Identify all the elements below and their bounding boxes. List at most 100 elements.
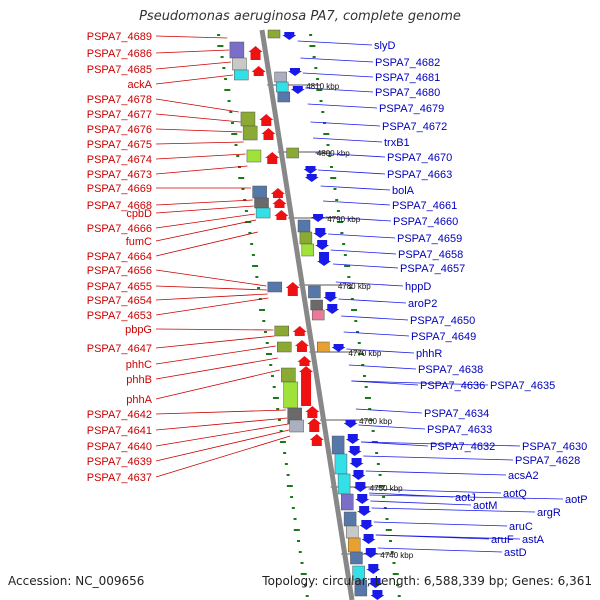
gene-block (274, 71, 287, 83)
gene-block (232, 57, 247, 71)
gene-leader-line (155, 74, 234, 85)
forward-gene-arrow (261, 128, 276, 134)
gene-leader-line (155, 357, 278, 380)
reverse-gene-arrow (368, 583, 383, 588)
gene-leader-line (341, 315, 409, 321)
gene-label-reverse: slyD (374, 40, 395, 52)
gene-label-reverse: aotM (473, 500, 497, 512)
gene-leader-line (365, 470, 507, 476)
minor-tick (303, 584, 307, 586)
reverse-gene-arrow (345, 439, 360, 444)
gene-label-reverse: PSPA7_4649 (411, 331, 476, 343)
minor-tick (326, 144, 330, 146)
accession-info: Accession: NC_009656 (8, 574, 144, 588)
gene-leader-line (155, 328, 274, 331)
gene-leader-line (346, 348, 415, 354)
minor-tick (389, 540, 393, 542)
forward-gene-body (309, 424, 320, 432)
minor-tick (290, 496, 294, 498)
minor-tick (224, 89, 231, 91)
reverse-gene-body (292, 86, 303, 89)
genome-backbone (259, 29, 355, 600)
gene-block (297, 219, 311, 233)
minor-tick (343, 254, 347, 256)
gene-label-reverse: PSPA7_4660 (393, 216, 458, 228)
minor-tick (364, 397, 371, 399)
minor-tick (392, 573, 399, 575)
reverse-gene-arrow (323, 297, 338, 302)
minor-tick (316, 89, 323, 91)
gene-block (277, 91, 291, 103)
gene-label-reverse: PSPA7_4670 (387, 152, 452, 164)
forward-gene-body (307, 412, 318, 418)
minor-tick (283, 452, 287, 454)
gene-leader-line (361, 441, 521, 447)
gene-label-reverse: PSPA7_4632 (430, 441, 495, 453)
gene-label-reverse: astD (504, 547, 527, 559)
gene-leader-line (363, 455, 514, 461)
reverse-gene-arrow (303, 169, 318, 174)
minor-tick (272, 386, 276, 388)
gene-leader-line (313, 137, 383, 143)
minor-tick (344, 265, 351, 267)
reverse-gene-body (306, 174, 317, 177)
reverse-gene-arrow (290, 89, 305, 94)
minor-tick (342, 243, 346, 245)
gene-leader-line (305, 87, 374, 93)
scale-label: 4790 kbp (327, 215, 360, 224)
reverse-gene-arrow (359, 525, 374, 530)
gene-label-forward: PSPA7_4664 (87, 251, 152, 263)
gene-leader-line (155, 205, 254, 214)
topology-value: circular (322, 574, 367, 588)
reverse-gene-arrow (361, 539, 376, 544)
gene-label-reverse: PSPA7_4681 (375, 72, 440, 84)
gene-label-forward: fumC (126, 236, 152, 248)
minor-tick (231, 133, 238, 135)
scale-label: 4810 kbp (306, 82, 339, 91)
gene-label-forward: PSPA7_4666 (87, 223, 152, 235)
gene-block (310, 299, 323, 311)
minor-tick (279, 441, 286, 443)
gene-leader-line (297, 40, 373, 46)
minor-tick (250, 243, 254, 245)
genome-summary: Topology: circular; Length: 6,588,339 bp… (262, 574, 592, 588)
minor-tick (217, 45, 224, 47)
reverse-gene-arrow (311, 217, 326, 222)
gene-leader-line (155, 165, 248, 175)
reverse-gene-arrow (331, 347, 346, 352)
gene-leader-line (155, 49, 230, 54)
scale-label: 4780 kbp (338, 282, 371, 291)
gene-leader-line (155, 269, 267, 287)
minor-tick (248, 232, 252, 234)
minor-tick (236, 155, 240, 157)
reverse-gene-body (351, 458, 362, 463)
gene-label-reverse: PSPA7_4679 (379, 103, 444, 115)
map-title: Pseudomonas aeruginosa PA7, complete gen… (139, 9, 461, 24)
accession-value: NC_009656 (75, 574, 145, 588)
minor-tick (321, 111, 325, 113)
minor-tick (362, 375, 366, 377)
gene-label-forward: phhA (126, 394, 152, 406)
forward-gene-body (253, 72, 264, 76)
gene-leader-line (155, 335, 275, 349)
minor-tick (375, 452, 379, 454)
forward-gene-arrow (305, 406, 320, 412)
gene-leader-line (300, 57, 374, 63)
gene-leader-line (155, 113, 241, 123)
forward-gene-body (274, 204, 285, 208)
gene-leader-line (358, 424, 426, 430)
minor-tick (277, 419, 281, 421)
length-label: Length: (374, 574, 421, 588)
gene-leader-line (343, 331, 410, 337)
reverse-gene-body (313, 214, 324, 217)
minor-tick (266, 353, 272, 355)
forward-gene-body (267, 158, 278, 164)
reverse-gene-arrow (288, 71, 302, 76)
gene-leader-line (373, 521, 508, 527)
minor-tick (364, 386, 368, 388)
gene-label-reverse: phhR (416, 348, 442, 360)
gene-block (242, 125, 258, 141)
gene-leader-line (155, 128, 243, 133)
gene-label-forward: PSPA7_4676 (87, 124, 152, 136)
